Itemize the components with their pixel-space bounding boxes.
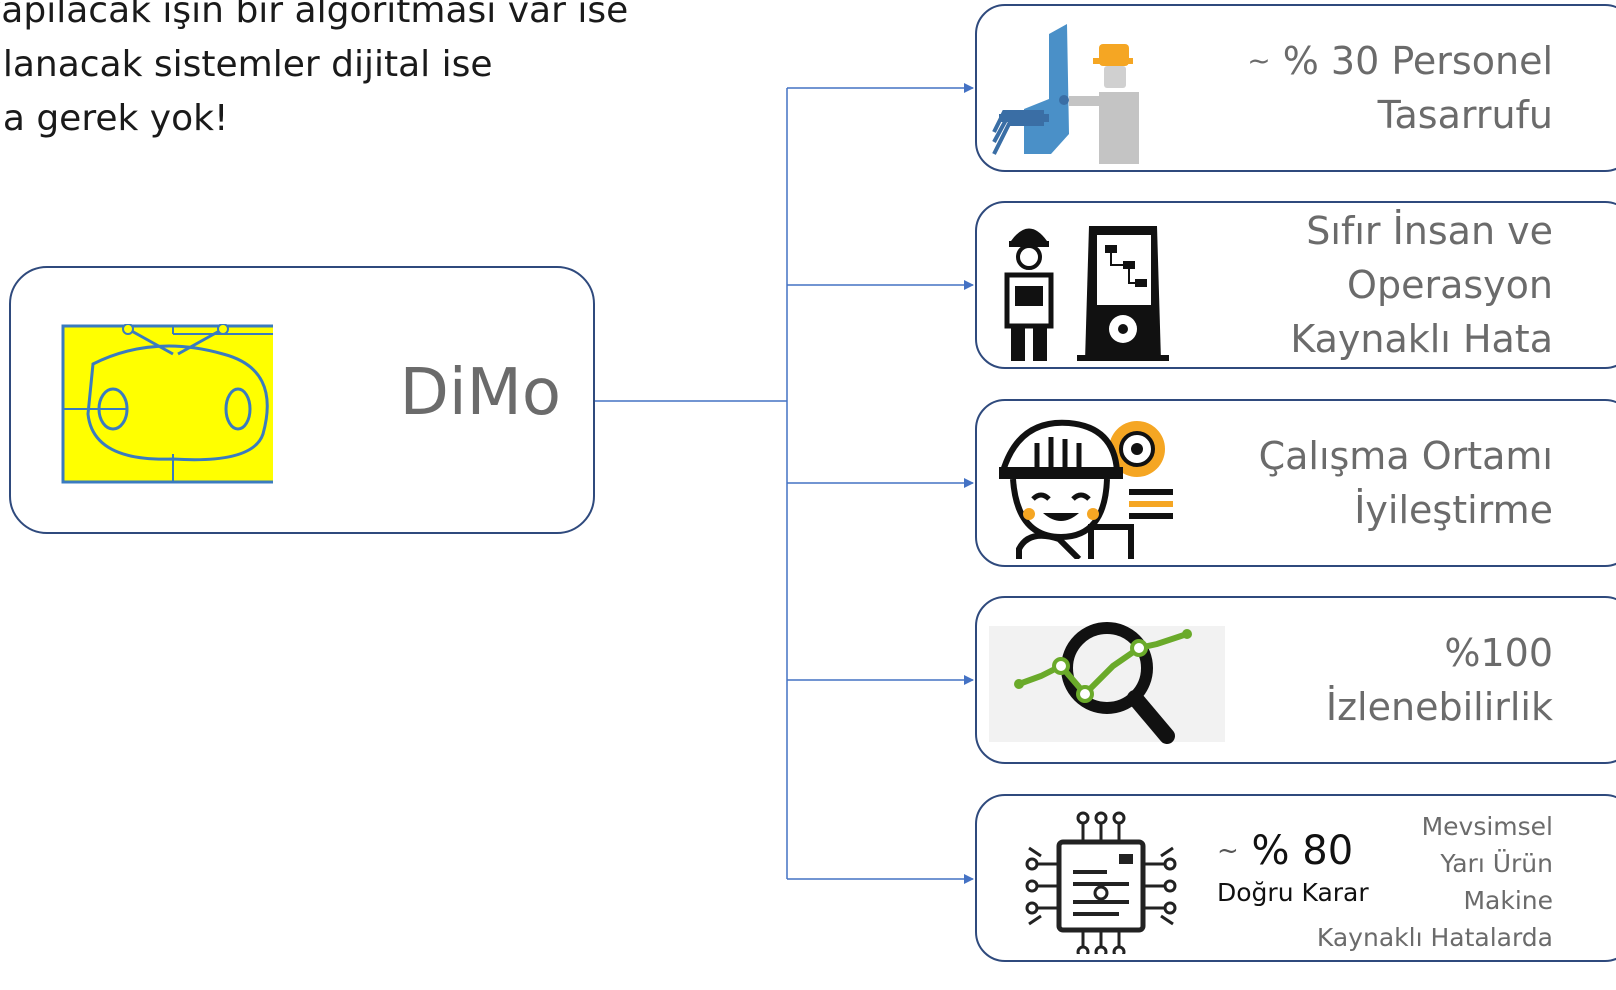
benefit-line-2: Operasyon xyxy=(1347,263,1553,307)
happy-worker-gear-icon xyxy=(998,419,1173,559)
benefit-line-1: %100 xyxy=(1444,631,1553,675)
benefit-card-staff-savings: ~ % 30 Personel Tasarrufu xyxy=(975,4,1616,172)
benefit-text: %100 İzlenebilirlik xyxy=(1326,598,1553,762)
approx-sign: ~ xyxy=(1247,44,1271,77)
dimo-title: DiMo xyxy=(399,356,561,430)
intro-line-2: ulanacak sistemler dijital ise xyxy=(0,44,493,85)
detail-line-2: Yarı Ürün xyxy=(1440,849,1553,878)
benefit-line-2: İyileştirme xyxy=(1354,488,1553,532)
benefit-line-1: % 30 Personel xyxy=(1282,39,1553,83)
decision-percent: % 80 xyxy=(1251,828,1354,874)
benefit-text: Çalışma Ortamı İyileştirme xyxy=(1259,401,1553,565)
dimo-robot-logo-icon xyxy=(61,324,273,484)
benefit-line-1: Çalışma Ortamı xyxy=(1258,434,1553,478)
worker-kiosk-icon xyxy=(1004,226,1169,361)
benefit-text: Sıfır İnsan ve Operasyon Kaynaklı Hata xyxy=(1290,203,1553,367)
intro-line-3: na gerek yok! xyxy=(0,98,229,139)
decision-stat: ~ % 80 Doğru Karar xyxy=(1217,826,1369,910)
benefit-card-right-decision: ~ % 80 Doğru Karar Mevsimsel Yarı Ürün M… xyxy=(975,794,1616,962)
benefit-line-2: İzlenebilirlik xyxy=(1325,685,1553,729)
detail-line-1: Mevsimsel xyxy=(1421,812,1553,841)
benefit-line-3: Kaynaklı Hata xyxy=(1290,317,1553,361)
benefit-text: ~ % 30 Personel Tasarrufu xyxy=(1247,6,1553,170)
magnifier-trend-icon xyxy=(989,622,1225,744)
benefit-card-work-environment: Çalışma Ortamı İyileştirme xyxy=(975,399,1616,567)
benefit-card-zero-error: Sıfır İnsan ve Operasyon Kaynaklı Hata xyxy=(975,201,1616,369)
benefit-line-1: Sıfır İnsan ve xyxy=(1306,209,1553,253)
detail-line-4: Kaynaklı Hatalarda xyxy=(1316,923,1553,952)
dimo-node: DiMo xyxy=(9,266,595,534)
intro-text: yapılacak işin bir algoritması var ise u… xyxy=(0,0,720,146)
intro-line-1: yapılacak işin bir algoritması var ise xyxy=(0,0,629,31)
benefit-card-traceability: %100 İzlenebilirlik xyxy=(975,596,1616,764)
benefit-line-2: Tasarrufu xyxy=(1377,93,1553,137)
circuit-chip-icon xyxy=(1025,811,1177,954)
decision-label: Doğru Karar xyxy=(1217,878,1369,907)
detail-line-3: Makine xyxy=(1463,886,1553,915)
operator-machine-icon xyxy=(992,24,1139,164)
decision-detail: Mevsimsel Yarı Ürün Makine Kaynaklı Hata… xyxy=(1317,808,1553,956)
approx-sign: ~ xyxy=(1217,836,1239,866)
